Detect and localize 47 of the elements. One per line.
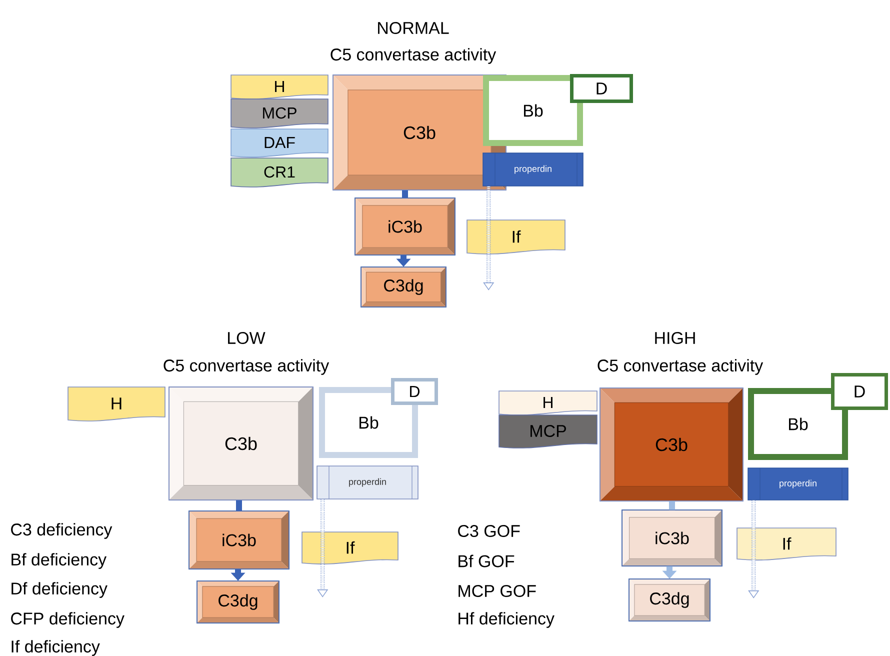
mutation-label: MCP GOF [458,585,536,598]
outlined-box: D [570,74,633,103]
outlined-box: D [391,378,438,405]
bevelled-box: iC3b [622,510,722,566]
outlined-box: D [831,373,888,410]
flag-box: MCP [498,414,598,448]
heading: C5 convertase activity [330,48,496,64]
bar-box: properdin [316,466,418,500]
bevelled-box: C3dg [628,578,710,622]
connector-bar [236,500,242,511]
mutation-label: Df deficiency [12,582,108,598]
mutation-label: Bf GOF [458,554,514,568]
mutation-label: Bf deficiency [12,553,107,569]
framed-box: Bb [748,388,848,460]
bevelled-box: C3dg [196,580,280,624]
dotted-arrow [317,499,328,598]
connector-bar [402,190,408,198]
mutation-label: CFP deficiency [11,612,124,628]
flag-box: MCP [230,98,328,128]
bevelled-box: C3dg [360,266,446,308]
heading: NORMAL [378,22,449,34]
bevelled-box: iC3b [188,510,290,570]
bar-box: properdin [482,152,584,186]
bevelled-box: C3b [168,386,314,500]
flag-box: DAF [230,128,328,158]
flag-box: If [302,532,398,564]
mutation-label: Hf deficiency [458,612,554,628]
framed-box: Bb [483,75,583,146]
flag-box: CR1 [230,158,328,188]
heading: C5 convertase activity [164,359,330,375]
dotted-arrow [483,186,494,290]
heading: HIGH [655,332,695,344]
flag-box: If [466,220,566,254]
bevelled-box: iC3b [354,198,456,256]
heading: C5 convertase activity [598,359,764,375]
mutation-label: If deficiency [12,640,100,656]
connector-bar [669,501,676,510]
mutation-label: C3 deficiency [11,523,112,539]
bar-box: properdin [748,468,848,500]
mutation-label: C3 GOF [458,524,520,538]
flag-box: If [736,528,836,560]
flag-box: H [68,386,166,422]
heading: LOW [228,332,266,344]
bevelled-box: C3b [600,388,744,502]
flag-box: H [230,74,328,100]
dotted-arrow [748,500,760,598]
flag-box: H [498,390,598,416]
